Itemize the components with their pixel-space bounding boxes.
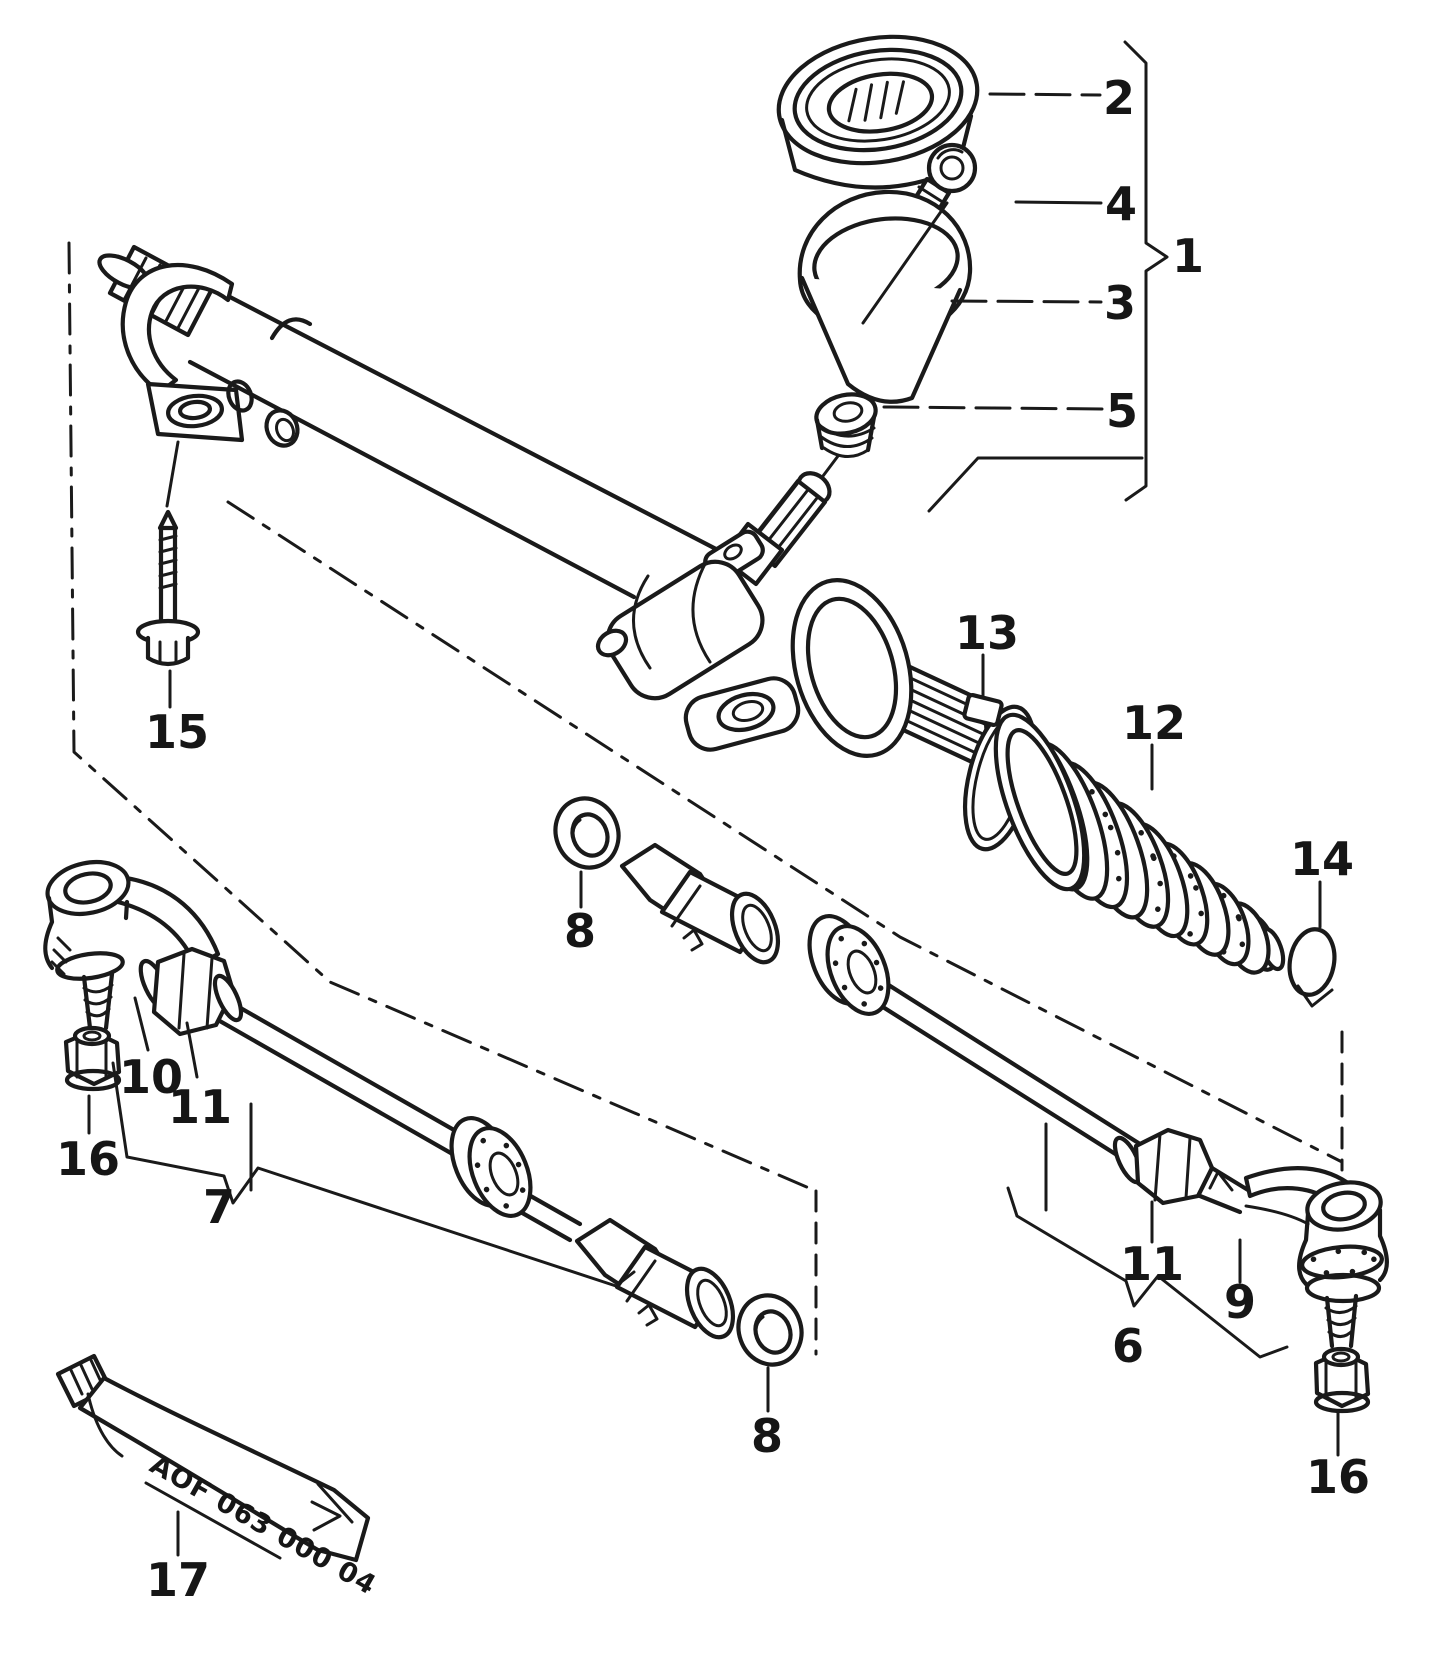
leader-lines <box>87 92 1340 1557</box>
inner-joint-left <box>574 1217 736 1340</box>
right-tie-rod <box>553 796 1389 1414</box>
mounting-bolt-15 <box>135 509 201 667</box>
part-label-9: 9 <box>1224 1275 1256 1329</box>
tie-rod-end-9 <box>1243 1166 1389 1349</box>
bellows-boot-12 <box>993 712 1286 975</box>
pinion-housing <box>595 529 801 752</box>
flat-marks-right <box>1208 1170 1234 1192</box>
bracket-7 <box>111 1061 636 1288</box>
part-label-2: 2 <box>1103 71 1135 125</box>
steering-gear-housing <box>97 244 719 600</box>
part-label-8b: 8 <box>751 1409 783 1463</box>
part-label-11b: 11 <box>1120 1237 1184 1291</box>
part-label-10: 10 <box>119 1050 183 1104</box>
leader-10 <box>133 996 150 1052</box>
part-labels: 1 2 3 4 5 6 7 8 8 9 10 11 11 12 13 14 15… <box>56 71 1370 1607</box>
part-label-7: 7 <box>203 1180 235 1234</box>
nut-8-left <box>736 1293 804 1367</box>
tie-rod-end-10 <box>43 860 221 1031</box>
nut-16-right <box>1313 1346 1371 1414</box>
part-label-1: 1 <box>1172 229 1204 283</box>
locknut-11-left <box>138 946 244 1037</box>
bracket-1 <box>927 40 1169 513</box>
part-label-16b: 16 <box>1306 1450 1370 1504</box>
leader-3 <box>950 299 1103 304</box>
part-label-12: 12 <box>1122 696 1186 750</box>
part-label-14: 14 <box>1290 832 1354 886</box>
part-label-11a: 11 <box>168 1080 232 1134</box>
leader-4 <box>1014 200 1103 205</box>
leader-2 <box>988 92 1102 97</box>
funnel-slot-line <box>861 201 949 325</box>
part-label-8a: 8 <box>564 904 596 958</box>
stop-collar-left <box>449 1116 533 1218</box>
part-label-16a: 16 <box>56 1132 120 1186</box>
stop-collar-right <box>807 914 891 1016</box>
part-label-6: 6 <box>1112 1319 1144 1373</box>
nut-16-left <box>63 1025 122 1092</box>
part-label-15: 15 <box>145 705 209 759</box>
part-label-3: 3 <box>1104 276 1136 330</box>
part-label-4: 4 <box>1105 177 1137 231</box>
funnel-boot-3 <box>797 189 973 404</box>
grease-tube-17: AOF 063 000 04 <box>55 1353 382 1602</box>
part-label-5: 5 <box>1106 384 1138 438</box>
eye-to-bolt-line <box>165 440 180 508</box>
nut-8-right <box>553 796 621 870</box>
part-label-17: 17 <box>146 1553 210 1607</box>
bracket-6 <box>1006 1122 1289 1359</box>
leader-11a <box>185 1021 199 1079</box>
leader-5 <box>882 405 1105 411</box>
washer-14 <box>1287 927 1337 1008</box>
bushing-5 <box>814 392 878 482</box>
locknut-11-right <box>1112 1127 1215 1206</box>
part-label-13: 13 <box>955 606 1019 660</box>
left-tie-rod <box>43 860 804 1367</box>
inner-joint-right <box>619 842 781 965</box>
